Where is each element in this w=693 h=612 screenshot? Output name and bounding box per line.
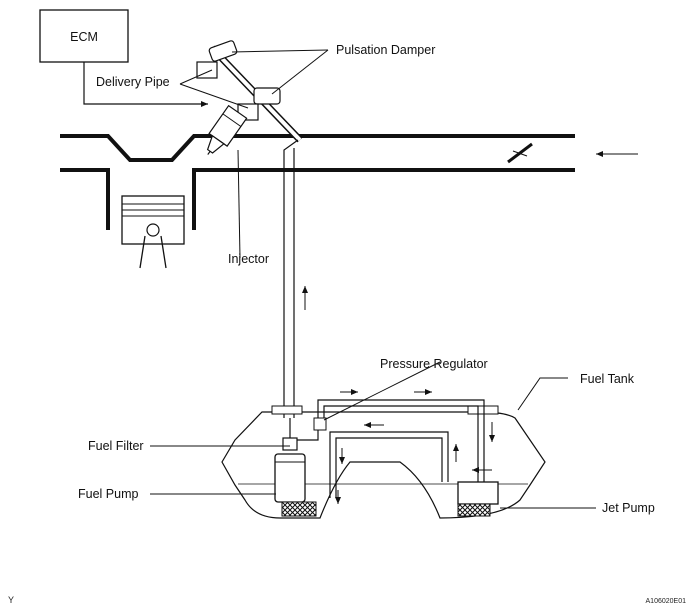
figure-code: A106020E01 xyxy=(646,598,687,605)
ecm-label: ECM xyxy=(70,30,98,44)
fuel-filter-icon xyxy=(282,437,298,451)
injector-label: Injector xyxy=(228,252,269,266)
piston-icon xyxy=(121,195,185,269)
ecm-signal-wire xyxy=(83,62,208,107)
fuel-filter-label: Fuel Filter xyxy=(88,439,144,453)
leader-lines xyxy=(150,49,596,509)
fuel-pump-label: Fuel Pump xyxy=(78,487,138,501)
in-tank-piping xyxy=(289,399,485,498)
fuel-pump-icon xyxy=(274,453,317,517)
pulsation-damper-label: Pulsation Damper xyxy=(336,43,435,57)
throttle-valve-icon xyxy=(507,142,533,164)
ecm-box: ECM xyxy=(39,9,129,63)
delivery-pipe-label: Delivery Pipe xyxy=(96,75,170,89)
footer-left-mark: Y xyxy=(8,595,14,605)
fuel-supply-line xyxy=(283,139,299,418)
injector-icon xyxy=(206,104,248,155)
jet-pump-label: Jet Pump xyxy=(602,501,655,515)
pressure-regulator-label: Pressure Regulator xyxy=(380,357,488,371)
intake-manifold xyxy=(60,134,575,230)
fuel-tank-label: Fuel Tank xyxy=(580,372,635,386)
jet-pump-icon xyxy=(457,481,499,517)
pulsation-damper-lower xyxy=(237,87,281,121)
tank-flow-arrows xyxy=(335,389,495,504)
